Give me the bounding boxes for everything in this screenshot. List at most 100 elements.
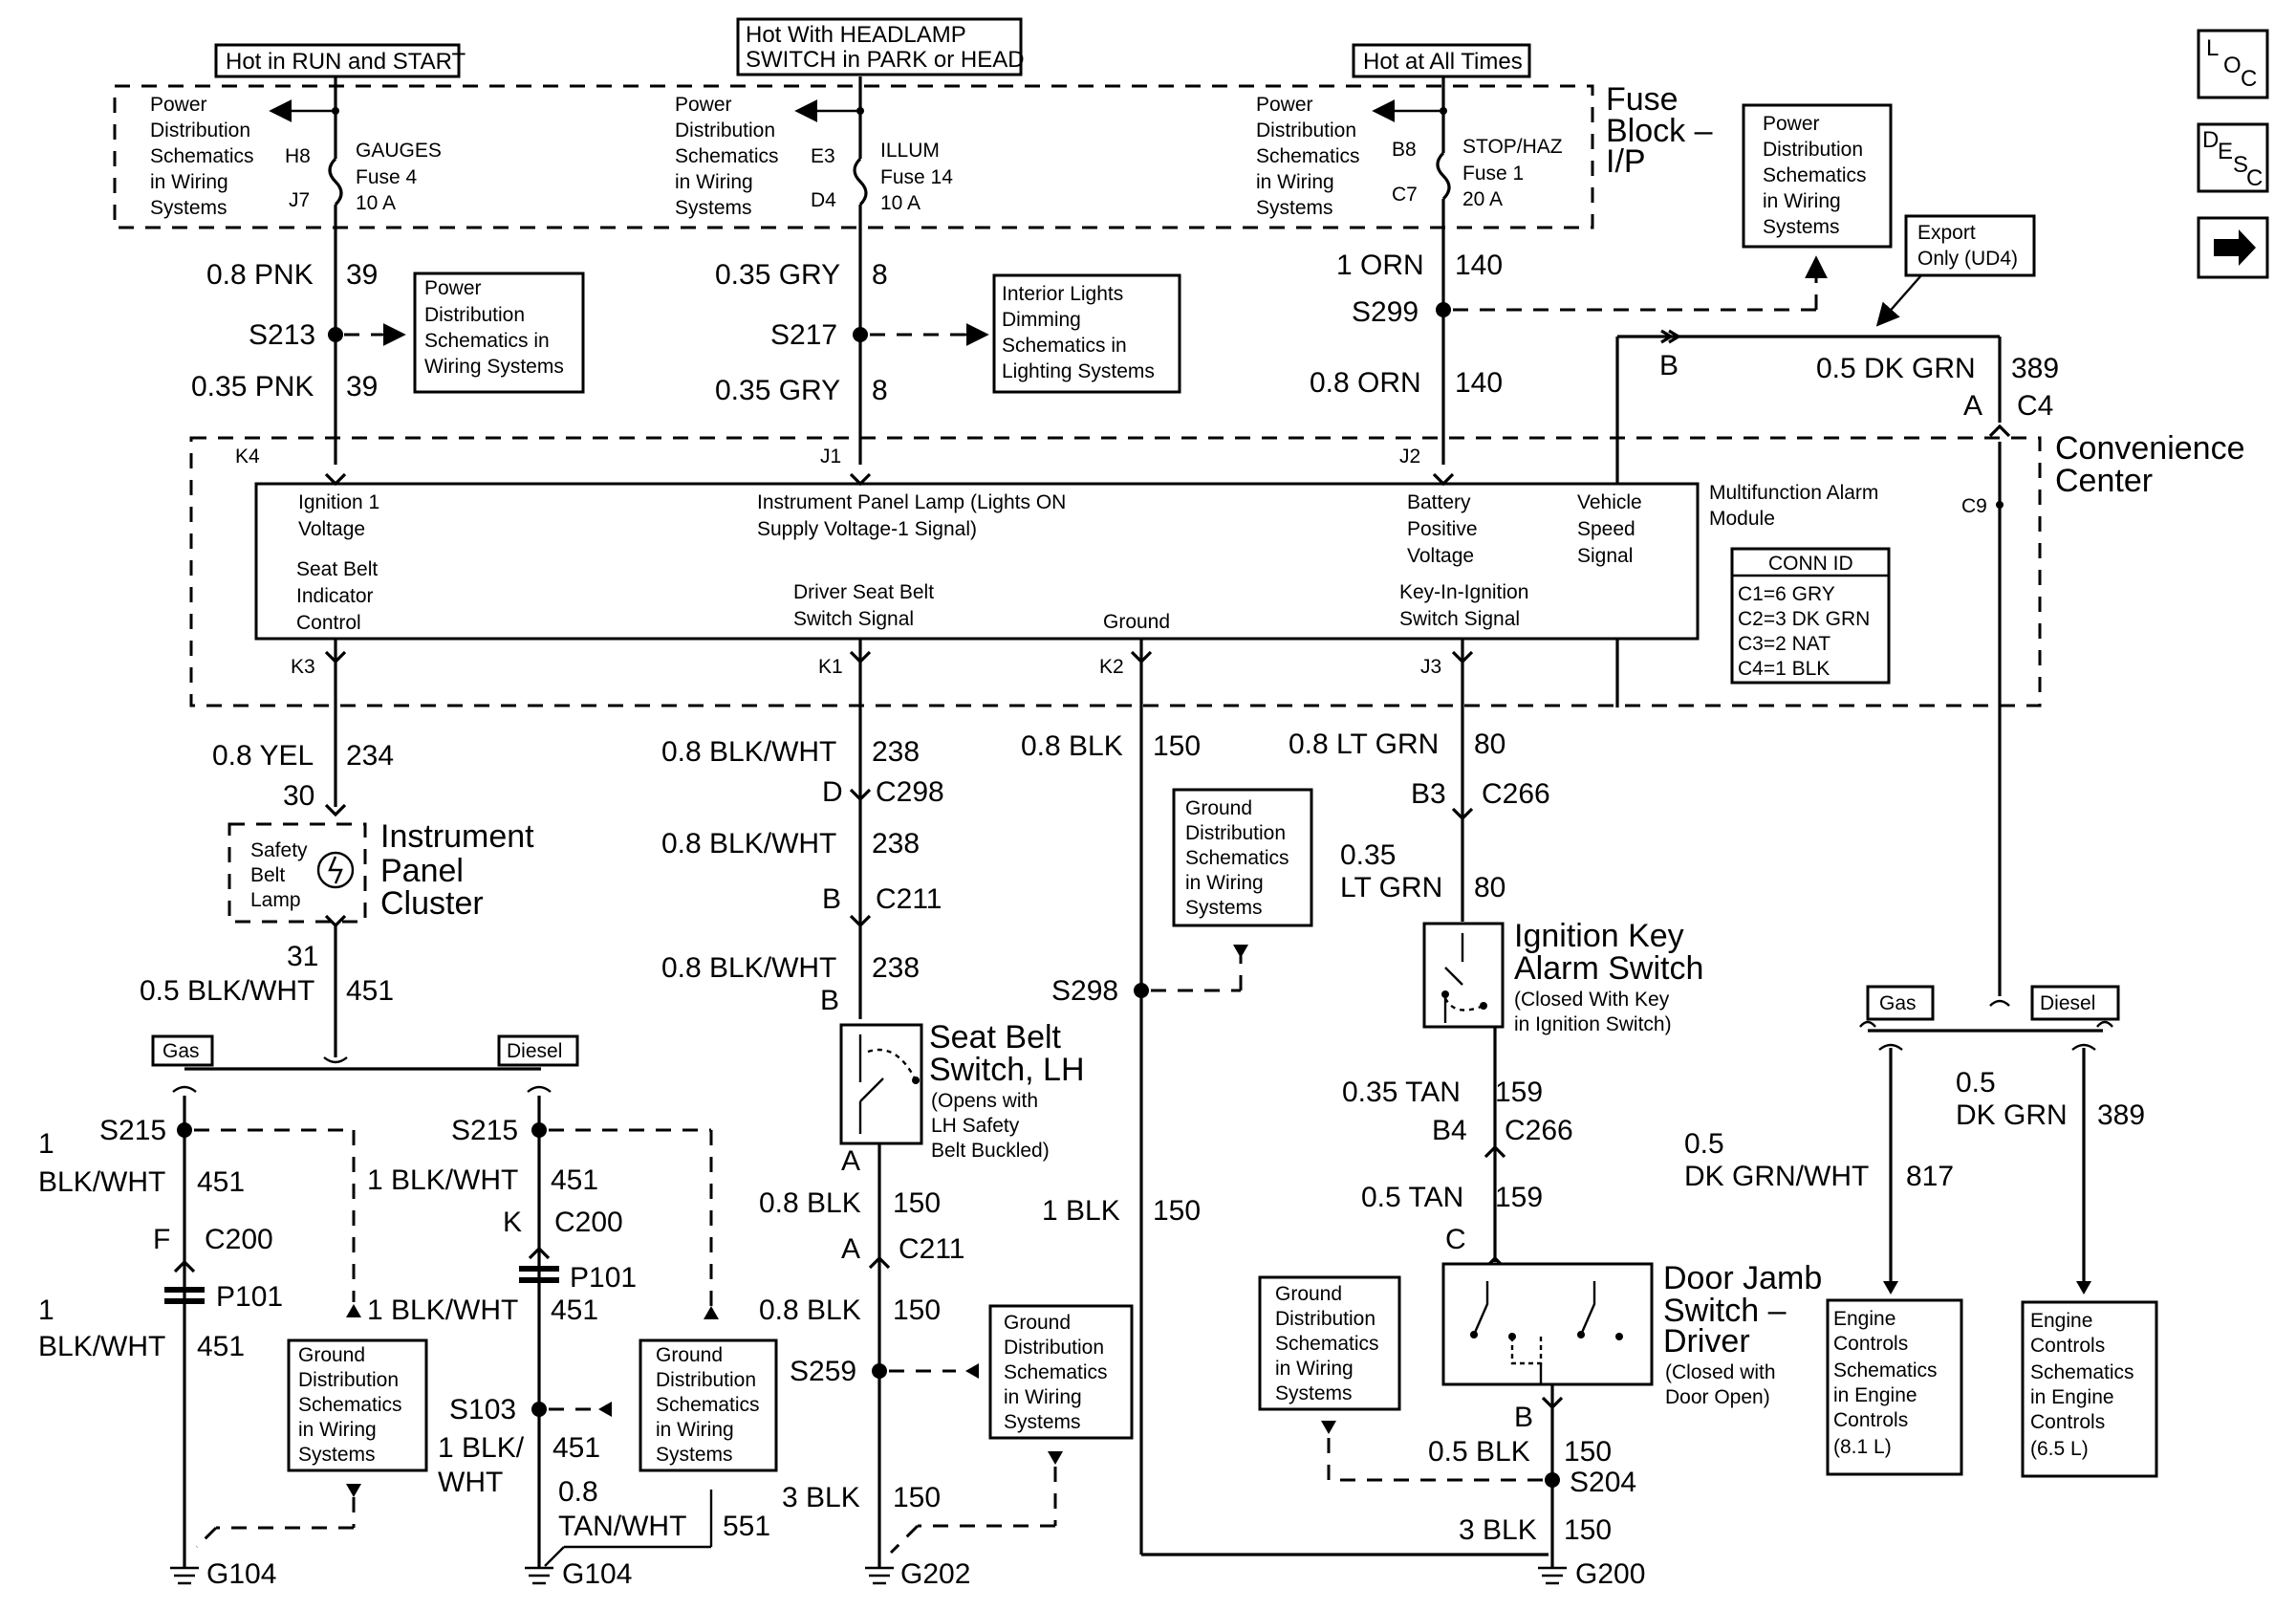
diesel-ground-branch: S215 1 BLK/WHT 451 K C200 P101 1 BLK/WHT… (367, 1085, 770, 1590)
svg-text:Distribution: Distribution (675, 120, 775, 141)
svg-text:Ground: Ground (1185, 797, 1252, 819)
svg-text:S204: S204 (1570, 1467, 1636, 1498)
svg-text:Power: Power (424, 277, 482, 299)
svg-text:Speed: Speed (1577, 518, 1635, 540)
svg-text:Positive: Positive (1407, 518, 1478, 540)
svg-text:389: 389 (2011, 353, 2059, 384)
svg-text:3 BLK: 3 BLK (1459, 1514, 1537, 1546)
svg-text:0.5 BLK: 0.5 BLK (1428, 1436, 1530, 1468)
svg-text:K1: K1 (818, 656, 843, 678)
svg-text:C7: C7 (1392, 184, 1418, 206)
ground-ref-s204: Ground Distribution Schematics in Wiring… (1258, 1275, 1401, 1411)
svg-text:Systems: Systems (1004, 1411, 1081, 1433)
svg-text:Control: Control (296, 612, 361, 634)
svg-text:30: 30 (283, 780, 314, 812)
svg-text:in Wiring: in Wiring (1256, 171, 1334, 193)
svg-text:0.35 GRY: 0.35 GRY (715, 259, 840, 291)
svg-text:Systems: Systems (150, 197, 227, 219)
desc-icon[interactable]: D E S C (2197, 122, 2269, 193)
svg-text:I/P: I/P (1606, 143, 1646, 180)
svg-text:in Wiring: in Wiring (1185, 872, 1264, 894)
svg-text:SWITCH in PARK or HEAD: SWITCH in PARK or HEAD (746, 47, 1025, 73)
svg-text:S299: S299 (1352, 296, 1419, 328)
svg-text:C: C (1445, 1224, 1466, 1255)
svg-text:39: 39 (346, 259, 378, 291)
svg-text:Voltage: Voltage (1407, 545, 1474, 567)
svg-text:Belt: Belt (250, 864, 285, 886)
svg-text:150: 150 (1564, 1436, 1612, 1468)
svg-text:Schematics in: Schematics in (424, 330, 550, 352)
svg-text:0.5: 0.5 (1956, 1067, 1996, 1099)
svg-text:140: 140 (1455, 367, 1503, 399)
svg-text:Schematics: Schematics (675, 145, 779, 167)
svg-text:WHT: WHT (438, 1467, 503, 1498)
ground-ref-s259: Ground Distribution Schematics in Wiring… (889, 1304, 1134, 1555)
svg-text:BLK/WHT: BLK/WHT (38, 1166, 165, 1198)
svg-text:Systems: Systems (1256, 197, 1333, 219)
k2-circuit: 0.8 BLK 150 S298 1 BLK 150 (1021, 639, 1549, 1556)
svg-text:(8.1 L): (8.1 L) (1833, 1436, 1892, 1458)
svg-text:S217: S217 (770, 319, 837, 351)
svg-text:D: D (2202, 127, 2219, 153)
k1-circuit: 0.8 BLK/WHT 238 D C298 0.8 BLK/WHT 238 B… (661, 639, 1085, 1590)
ground-ref-gas: Ground Distribution Schematics in Wiring… (195, 1338, 428, 1549)
next-arrow-icon[interactable] (2197, 216, 2269, 279)
svg-text:C298: C298 (876, 776, 944, 808)
svg-text:551: 551 (723, 1511, 770, 1542)
svg-text:C211: C211 (876, 883, 942, 915)
svg-text:234: 234 (346, 740, 394, 772)
conn-id-table: CONN ID C1=6 GRY C2=3 DK GRN C3=2 NAT C4… (1730, 547, 1891, 685)
power-dist-ref-right: Power Distribution Schematics in Wiring … (1742, 103, 1893, 249)
svg-text:Schematics: Schematics (1763, 164, 1867, 186)
svg-text:Switch –: Switch – (1663, 1293, 1787, 1329)
svg-text:451: 451 (197, 1331, 245, 1362)
svg-text:Ground: Ground (298, 1344, 365, 1366)
svg-text:LT GRN: LT GRN (1340, 872, 1442, 903)
svg-text:238: 238 (872, 736, 920, 768)
svg-text:Diesel: Diesel (507, 1040, 562, 1062)
svg-text:Diesel: Diesel (2040, 992, 2095, 1014)
svg-text:0.8 BLK: 0.8 BLK (1021, 730, 1123, 762)
svg-text:ILLUM: ILLUM (880, 140, 940, 162)
svg-text:Wiring Systems: Wiring Systems (424, 356, 564, 378)
dk-grn-wire: C9 (1615, 329, 2011, 1007)
svg-text:Schematics: Schematics (1256, 145, 1360, 167)
svg-text:Signal: Signal (1577, 545, 1633, 567)
ground-ref-s298: Ground Distribution Schematics in Wiring… (1172, 788, 1313, 927)
engine-controls-branch: Gas Diesel 0.5 DK GRN/WHT 817 0.5 DK GRN… (1684, 985, 2145, 1295)
svg-text:238: 238 (872, 952, 920, 984)
svg-text:Distribution: Distribution (1275, 1308, 1375, 1330)
svg-text:K3: K3 (291, 656, 315, 678)
svg-text:D: D (822, 776, 843, 808)
svg-text:Schematics: Schematics (1833, 1360, 1938, 1382)
svg-text:Alarm Switch: Alarm Switch (1514, 950, 1703, 987)
svg-text:B3: B3 (1411, 778, 1446, 810)
svg-text:F: F (153, 1224, 170, 1255)
svg-text:D4: D4 (811, 189, 836, 211)
svg-text:Controls: Controls (1833, 1409, 1908, 1431)
svg-text:1: 1 (38, 1295, 54, 1326)
j3-circuit: 0.8 LT GRN 80 B3 C266 0.35 LT GRN 80 Ign… (1289, 639, 1822, 1590)
svg-text:0.8 YEL: 0.8 YEL (212, 740, 314, 772)
svg-text:Door Open): Door Open) (1665, 1386, 1770, 1408)
svg-text:Schematics: Schematics (1275, 1333, 1379, 1355)
svg-text:451: 451 (346, 975, 394, 1007)
svg-text:Hot With HEADLAMP: Hot With HEADLAMP (746, 22, 966, 48)
power-dist-ref-1: Power Distribution Schematics in Wiring … (150, 94, 254, 219)
svg-text:80: 80 (1474, 872, 1505, 903)
svg-text:C: C (2246, 165, 2263, 191)
svg-text:J2: J2 (1399, 446, 1420, 468)
loc-icon[interactable]: L O C (2197, 29, 2269, 99)
svg-text:BLK/WHT: BLK/WHT (38, 1331, 165, 1362)
svg-text:G200: G200 (1575, 1558, 1645, 1590)
svg-text:150: 150 (893, 1187, 941, 1219)
svg-text:S259: S259 (790, 1356, 856, 1387)
svg-text:0.5: 0.5 (1684, 1128, 1724, 1160)
svg-text:Schematics: Schematics (1004, 1361, 1108, 1383)
svg-text:Gas: Gas (162, 1040, 200, 1062)
svg-text:Driver: Driver (1663, 1323, 1750, 1360)
svg-text:150: 150 (1153, 730, 1201, 762)
fuse-block-label: Fuse Block – I/P (1606, 81, 1713, 180)
svg-text:C200: C200 (554, 1207, 623, 1238)
svg-text:451: 451 (552, 1432, 600, 1464)
